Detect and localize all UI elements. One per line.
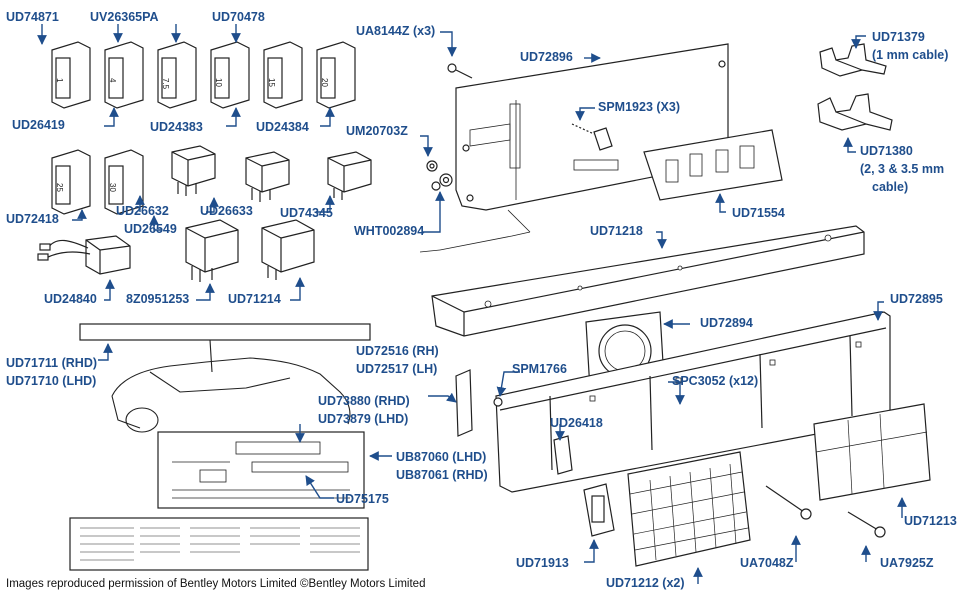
side-bracket-ud72516 (455, 369, 503, 437)
label-ud24840: UD24840 (44, 292, 97, 306)
terminal-ud71379-icon (819, 43, 887, 77)
terminals (817, 43, 893, 131)
fuse-7-5a-icon (157, 41, 197, 109)
relay-ud26632-icon (171, 145, 216, 196)
label-ud72418: UD72418 (6, 212, 59, 226)
fuse-rating-1: 1 (55, 78, 64, 83)
label-ud72894: UD72894 (700, 316, 753, 330)
image-credit: Images reproduced permission of Bentley … (6, 578, 426, 590)
screw-ua8144z-icon (447, 63, 473, 79)
fuse-rating-30: 30 (108, 183, 117, 192)
fuse-rating-4: 4 (108, 78, 117, 83)
fuse-rating-10: 10 (214, 78, 223, 87)
fuse-row-top (51, 41, 356, 109)
label-spm1923: SPM1923 (X3) (598, 100, 680, 114)
panel-ub87060 (157, 431, 365, 509)
label-ud71213: UD71213 (904, 514, 957, 528)
label-ua7048z: UA7048Z (740, 556, 794, 570)
washers-um20703z (426, 160, 453, 191)
fuse-20a-icon (316, 41, 356, 109)
fuse-15a-icon (263, 41, 303, 109)
label-ud73880: UD73880 (RHD) (318, 394, 410, 408)
label-ud71710: UD71710 (LHD) (6, 374, 97, 388)
label-ud26418: UD26418 (550, 416, 603, 430)
fuse-box-ud71212 (627, 451, 751, 567)
label-ud71380-line2: (2, 3 & 3.5 mm (860, 162, 945, 176)
label-ud72517: UD72517 (LH) (356, 362, 438, 376)
relays-small (171, 145, 372, 202)
terminal-ud71380-icon (817, 93, 893, 131)
relays-large (185, 219, 315, 282)
relay-ud74345-icon (327, 151, 372, 200)
assembly-lines (419, 209, 531, 253)
label-ud74345: UD74345 (280, 206, 333, 220)
label-ud71554: UD71554 (732, 206, 785, 220)
label-ud72896: UD72896 (520, 50, 573, 64)
label-ud72895: UD72895 (890, 292, 943, 306)
label-ub87061: UB87061 (RHD) (396, 468, 488, 482)
label-ud26419: UD26419 (12, 118, 65, 132)
label-wht002894: WHT002894 (354, 224, 425, 238)
fuse-rating-25: 25 (55, 183, 64, 192)
module-ud24840-icon (37, 235, 131, 275)
label-um20703z: UM20703Z (346, 124, 408, 138)
label-uv26365pa: UV26365PA (90, 10, 159, 24)
label-ud73879: UD73879 (LHD) (318, 412, 409, 426)
fuse-rating-20: 20 (320, 78, 329, 87)
label-ud71214: UD71214 (228, 292, 281, 306)
label-ud24384: UD24384 (256, 120, 309, 134)
label-ud24383: UD24383 (150, 120, 203, 134)
screw-ua7925z-icon (847, 511, 886, 538)
label-ud71379-cable: (1 mm cable) (872, 48, 949, 62)
fuse-10a-icon (210, 41, 250, 109)
label-spm1766: SPM1766 (512, 362, 567, 376)
fuse-rating-7-5: 7.5 (161, 78, 170, 90)
label-ua7925z: UA7925Z (880, 556, 934, 570)
fuse-row-middle (51, 149, 144, 215)
label-ud26633: UD26633 (200, 204, 253, 218)
relay-8z0951253-icon (185, 219, 239, 282)
fuse-1a-icon (51, 41, 91, 109)
label-ud26632: UD26632 (116, 204, 169, 218)
fuse-25a-icon (51, 149, 91, 215)
label-ud74871: UD74871 (6, 10, 59, 24)
label-ud71913: UD71913 (516, 556, 569, 570)
leader-arrows (37, 24, 907, 584)
label-ud71380: UD71380 (860, 144, 913, 158)
label-ud71379: UD71379 (872, 30, 925, 44)
label-ud71380-line3: cable) (872, 180, 909, 194)
fuse-box-ud71213 (813, 403, 931, 501)
label-8z0951253: 8Z0951253 (126, 292, 190, 306)
car-outline-icon (111, 339, 351, 433)
spacer-spm1923-icon (571, 123, 613, 151)
label-ud26549: UD26549 (124, 222, 177, 236)
label-ud71711: UD71711 (RHD) (6, 356, 98, 370)
label-ud72516: UD72516 (RH) (356, 344, 439, 358)
label-ud71212: UD71212 (x2) (606, 576, 685, 590)
switch-ud71913-icon (583, 483, 615, 537)
label-ua8144z: UA8144Z (x3) (356, 24, 436, 38)
label-ub87060: UB87060 (LHD) (396, 450, 487, 464)
relay-ud26633-icon (245, 151, 290, 202)
label-ud71218: UD71218 (590, 224, 643, 238)
fuse-rating-15: 15 (267, 78, 276, 87)
screw-ua7048z-icon (765, 485, 812, 520)
label-ud70478: UD70478 (212, 10, 265, 24)
label-spc3052: SPC3052 (x12) (672, 374, 759, 388)
relay-ud71214-icon (261, 219, 315, 280)
label-plate-ud73880 (69, 517, 369, 571)
label-ud75175: UD75175 (336, 492, 389, 506)
fuse-4a-icon (104, 41, 144, 109)
rail-ud71218 (431, 225, 865, 337)
label-strip-ud71711 (79, 323, 371, 341)
circuit-board-ud71554 (643, 129, 783, 201)
bracket-ud72895 (495, 311, 891, 493)
fuse-30a-icon (104, 149, 144, 215)
